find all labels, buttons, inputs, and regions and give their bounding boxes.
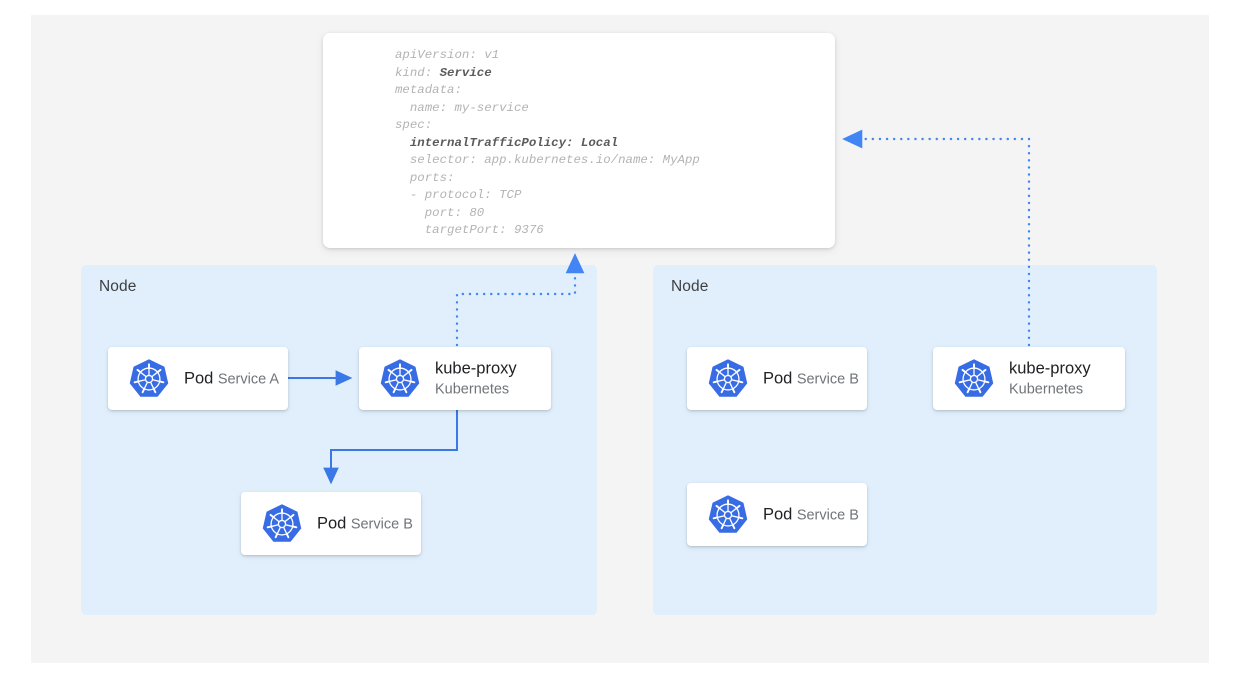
manifest-line: ports: (395, 170, 455, 185)
manifest-line-emphasis: Service (439, 65, 492, 80)
manifest-line: internalTrafficPolicy: Local (395, 135, 700, 153)
card-title: Pod (184, 369, 214, 387)
card-pod-service-b-right-top[interactable]: Pod Service B (687, 347, 867, 410)
card-pod-service-b-left[interactable]: Pod Service B (241, 492, 421, 555)
kubernetes-logo-icon (707, 494, 749, 536)
service-manifest-text: apiVersion: v1 kind: Service metadata: nam… (395, 47, 700, 240)
card-text: kube-proxy Kubernetes (1009, 358, 1125, 399)
card-title: Pod (317, 514, 347, 532)
service-manifest-card: apiVersion: v1 kind: Service metadata: nam… (323, 33, 835, 248)
card-text: Pod Service B (763, 504, 859, 525)
card-subtitle: Kubernetes (435, 381, 510, 397)
node-label-left: Node (99, 278, 137, 295)
manifest-line: spec: (395, 118, 433, 132)
card-subtitle: Service B (796, 371, 859, 387)
card-title: kube-proxy (435, 359, 517, 377)
kubernetes-logo-icon (707, 358, 749, 400)
manifest-line: apiVersion: v1 (395, 48, 500, 62)
manifest-line: kind: Service (395, 65, 492, 80)
node-panel-left: Node (81, 265, 597, 615)
kubernetes-logo-icon (953, 358, 995, 400)
card-text: Pod Service B (317, 513, 413, 534)
card-subtitle: Service B (350, 516, 413, 532)
manifest-line-emphasis: internalTrafficPolicy: Local (409, 135, 619, 150)
card-title: kube-proxy (1009, 359, 1091, 377)
card-pod-service-b-right-bottom[interactable]: Pod Service B (687, 483, 867, 546)
card-title: Pod (763, 505, 793, 523)
card-kube-proxy-left[interactable]: kube-proxy Kubernetes (359, 347, 551, 410)
manifest-line: metadata: (395, 83, 462, 97)
card-text: Pod Service A (184, 368, 279, 389)
node-label-right: Node (671, 278, 709, 295)
card-title: Pod (763, 369, 793, 387)
card-subtitle: Service A (217, 371, 280, 387)
manifest-line: port: 80 (395, 205, 485, 220)
kubernetes-logo-icon (128, 358, 170, 400)
kubernetes-logo-icon (379, 358, 421, 400)
manifest-line: - protocol: TCP (395, 188, 522, 202)
manifest-line: targetPort: 9376 (395, 223, 544, 237)
manifest-line: selector: app.kubernetes.io/name: MyApp (395, 153, 700, 167)
card-pod-service-a[interactable]: Pod Service A (108, 347, 288, 410)
card-text: Pod Service B (763, 368, 859, 389)
manifest-line: name: my-service (395, 100, 529, 115)
card-subtitle: Service B (796, 507, 859, 523)
card-text: kube-proxy Kubernetes (435, 358, 551, 399)
node-panel-right: Node (653, 265, 1157, 615)
kubernetes-logo-icon (261, 503, 303, 545)
card-subtitle: Kubernetes (1009, 381, 1084, 397)
card-kube-proxy-right[interactable]: kube-proxy Kubernetes (933, 347, 1125, 410)
